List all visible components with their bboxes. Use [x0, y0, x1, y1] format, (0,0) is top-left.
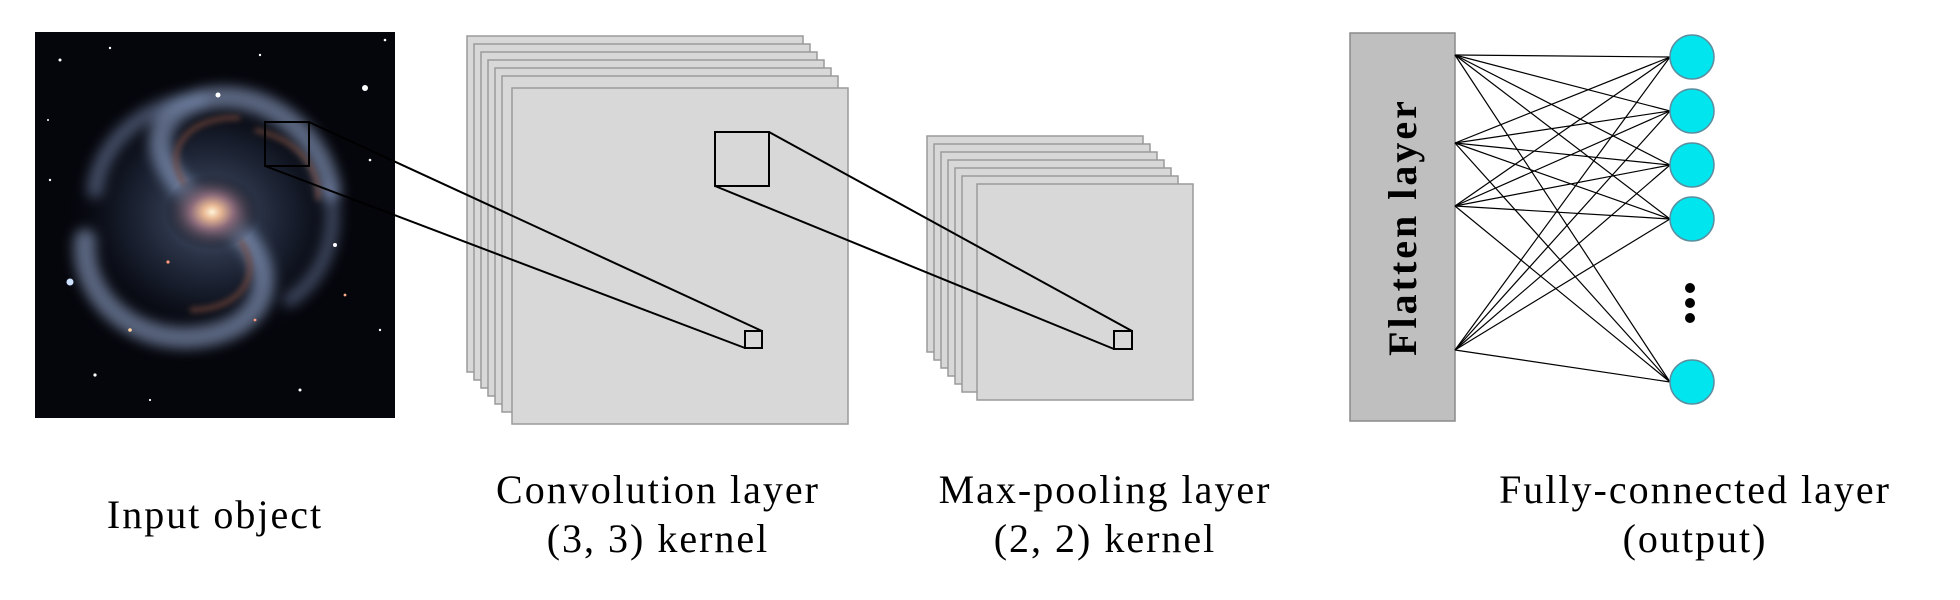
output-neurons	[1669, 34, 1715, 405]
flatten-layer-label: Flatten layer	[1380, 98, 1425, 356]
fc-label-line1: Fully-connected layer	[1499, 467, 1891, 512]
pool-label-line1: Max-pooling layer	[939, 467, 1272, 512]
conv-kernel-box	[714, 131, 770, 187]
output-neuron	[1669, 359, 1715, 405]
pool-feature-map-front	[976, 183, 1194, 401]
fc-label-line2: (output)	[1623, 516, 1768, 561]
fc-connection-line	[1454, 349, 1671, 383]
fc-connection-line	[1454, 142, 1671, 383]
fc-connections	[1454, 54, 1671, 383]
fc-connection-line	[1454, 54, 1671, 166]
projection-line	[768, 131, 1133, 332]
fc-connection-line	[1454, 54, 1671, 112]
background-stars	[47, 38, 387, 402]
maxpool-feature-maps	[926, 135, 1194, 401]
conv-label-line2: (3, 3) kernel	[547, 516, 770, 561]
fc-connection-line	[1454, 205, 1671, 383]
fc-connection-line	[1454, 110, 1671, 144]
fc-connection-line	[1454, 164, 1671, 207]
fc-connection-line	[1454, 110, 1671, 351]
input-label: Input object	[107, 492, 323, 537]
projection-line	[714, 185, 1115, 350]
fc-connection-line	[1454, 205, 1671, 220]
convolution-feature-maps	[466, 35, 849, 425]
fc-connection-line	[1454, 142, 1671, 220]
fc-connection-line	[1454, 54, 1671, 220]
conv-feature-map-front	[511, 87, 849, 425]
output-neuron	[1669, 196, 1715, 242]
flatten-layer-box	[1349, 32, 1456, 422]
fc-connection-line	[1454, 56, 1671, 144]
input-galaxy-image	[35, 32, 395, 418]
output-neuron	[1669, 142, 1715, 188]
fc-connection-line	[1454, 218, 1671, 351]
fc-connection-line	[1454, 110, 1671, 207]
output-neuron	[1669, 34, 1715, 80]
pool-label-line2: (2, 2) kernel	[994, 516, 1217, 561]
fc-connection-line	[1454, 164, 1671, 351]
fc-connection-line	[1454, 54, 1671, 383]
projection-line	[264, 165, 746, 349]
pool-output-cell	[1113, 330, 1133, 350]
neuron-ellipsis-dots	[1685, 283, 1695, 323]
projection-lines	[264, 121, 1133, 350]
galaxy-core	[164, 174, 260, 250]
fc-connection-line	[1454, 56, 1671, 207]
conv-output-cell	[744, 330, 763, 349]
fc-connection-line	[1454, 142, 1671, 166]
output-neuron	[1669, 88, 1715, 134]
input-kernel-box	[264, 121, 310, 167]
projection-line	[308, 121, 763, 332]
conv-label-line1: Convolution layer	[496, 467, 820, 512]
galaxy-dust-lanes	[173, 115, 321, 313]
fc-connection-line	[1454, 54, 1671, 58]
fc-connection-line	[1454, 56, 1671, 351]
